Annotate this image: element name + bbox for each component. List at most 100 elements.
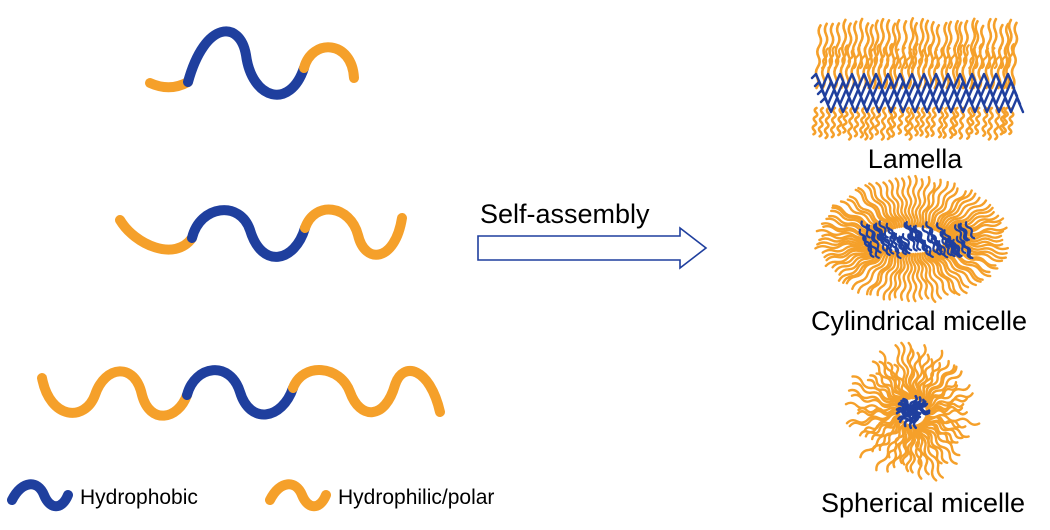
sphere-polar-head [912,424,923,480]
cylinder-polar-head [921,252,943,300]
lamella-hydrophobic-layer [819,96,1025,114]
chain1-polar-left [145,77,193,93]
lamella-polar-head-bottom [918,106,926,137]
cylinder-polar-head [933,249,977,287]
cylindrical-micelle-label: Cylindrical micelle [810,306,1028,336]
self-assembly-arrow [477,226,708,270]
cylinder-hydrophobic-core [874,222,886,241]
lamella-polar-head-bottom [952,106,960,137]
cylinder-hydrophobic-core [881,232,893,252]
cylinder-polar-head [938,203,992,233]
lamella-polar-head-top [877,17,885,90]
lamella-polar-head-bottom [924,106,932,139]
sphere-hydrophobic-core [906,406,931,416]
lamella-polar-head-bottom [836,106,844,137]
lamella-polar-head-top [929,48,938,70]
cylinder-polar-head [931,189,973,231]
cylinder-hydrophobic-core [964,221,976,240]
cylinder-polar-head [875,181,901,229]
cylinder-polar-head [939,246,991,274]
lamella-polar-head-bottom [890,106,898,138]
cylinder-hydrophobic-core [880,237,891,256]
sphere-polar-head [922,420,961,457]
lamella-polar-head-top [1010,21,1019,90]
lamella-polar-head-top [980,47,990,70]
sphere-polar-head [917,423,944,479]
cylinder-polar-head [906,175,914,228]
sphere-polar-head [878,360,907,402]
legend-hydrophilic-label: Hydrophilic/polar [338,486,495,509]
sphere-polar-head [911,351,921,400]
cylinder-polar-head [876,251,901,297]
lamella-polar-head-top [840,44,849,70]
lamella-polar-head-top [859,45,868,70]
sphere-polar-head [871,418,903,441]
lamella-polar-head-top [916,48,926,70]
cylinder-hydrophobic-core [876,233,888,252]
cylinder-hydrophobic-core [925,221,936,240]
cylinder-hydrophobic-core [907,233,918,252]
lamella-polar-head-bottom [823,106,831,140]
cylinder-polar-head [940,211,995,235]
lamella-polar-head-top [865,48,874,70]
cylinder-polar-head [851,249,893,291]
cylinder-polar-head [882,181,903,228]
cylinder-polar-head [857,250,895,294]
cylinder-hydrophobic-core [889,235,900,254]
lamella-polar-head-top [878,45,887,70]
sphere-hydrophobic-core [898,401,916,420]
chain2-polar-left [115,215,197,255]
spherical-micelle-label: Spherical micelle [820,488,1026,518]
cylinder-polar-head [941,214,1000,236]
lamella-polar-head-top [833,22,841,90]
cylinder-hydrophobic-core [950,239,961,259]
cylinder-polar-head [906,252,913,303]
lamella-polar-head-bottom [841,106,849,134]
cylinder-polar-head [831,245,884,269]
sphere-polar-head [894,344,912,400]
lamella-polar-head-bottom [859,106,867,139]
cylinder-hydrophobic-core [910,232,922,251]
chain1-hydrophobic-core [183,26,309,100]
cylinder-polar-head [911,174,918,228]
cylinder-polar-head [888,252,905,301]
sphere-polar-head [918,361,942,401]
cylinder-polar-head [868,182,899,229]
cylinder-polar-head [899,252,910,301]
lamella-polar-head-top [846,48,855,70]
sphere-hydrophobic-core [906,402,931,414]
lamella-polar-head-top [904,48,913,70]
lamella-polar-head-top [940,21,949,90]
lamella-polar-head-top [987,47,996,70]
lamella-polar-head-bottom [948,106,956,139]
cylinder-polar-head [929,250,968,295]
lamella-polar-head-bottom [868,106,876,140]
cylinder-polar-head [931,249,970,289]
cylinder-polar-head [936,247,984,281]
cylinder-hydrophobic-core [885,222,897,241]
cylinder-polar-head [921,178,942,228]
lamella-polar-head-top [852,44,862,70]
sphere-polar-head [863,415,902,433]
sphere-polar-head [845,411,901,425]
lamella-polar-head-top [820,22,829,90]
sphere-polar-head [848,412,901,428]
lamella-polar-head-bottom [1001,106,1009,134]
lamella-polar-head-top [844,22,853,90]
lamella-polar-head-top [961,44,970,70]
sphere-polar-head [900,341,913,400]
cylinder-polar-head [854,188,893,231]
chain2-polar-right [300,204,407,260]
cylinder-hydrophobic-core [937,240,949,259]
sphere-polar-head [924,384,971,408]
cylinder-polar-head [935,196,981,232]
sphere-polar-head [866,378,903,406]
lamella-polar-head-top [872,43,881,70]
cylinder-polar-head [822,224,880,239]
lamella-polar-head-top [856,17,864,90]
cylinder-hydrophobic-core [883,236,895,255]
lamella-polar-head-top [1006,43,1015,70]
lamella-polar-head-bottom [986,106,994,141]
lamella-polar-head-bottom [998,106,1007,136]
